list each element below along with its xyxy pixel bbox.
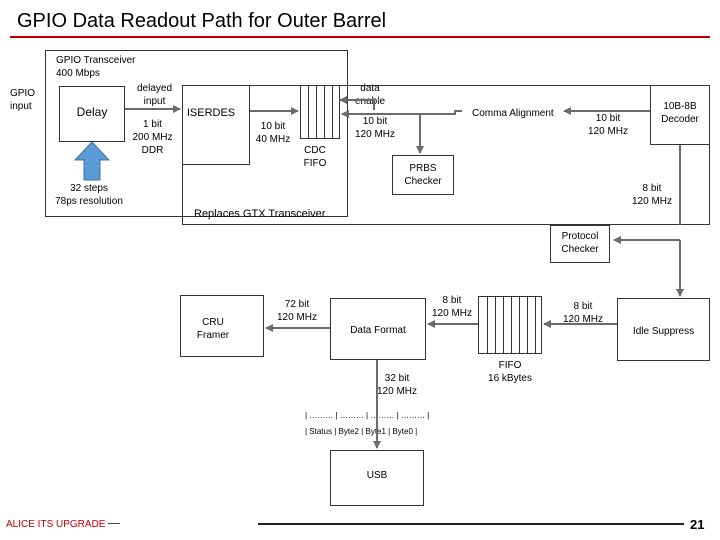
cru-framer-label: CRU Framer — [196, 317, 230, 341]
fifo-slot — [535, 297, 536, 353]
iserdes-label: ISERDES — [186, 107, 236, 119]
fifo-slot — [519, 297, 520, 353]
decoder-block — [650, 85, 710, 145]
idle-suppress-label: Idle Suppress — [632, 326, 695, 337]
fifo-16k-label: FIFO 16 kBytes — [488, 360, 532, 384]
one-bit-label: 1 bit 200 MHz DDR — [132, 119, 173, 156]
protocol-checker-label: Protocol Checker — [561, 231, 599, 255]
fifo-slot — [495, 297, 496, 353]
eight-bit-120-b-label: 8 bit 120 MHz — [431, 295, 472, 319]
page-number: 21 — [690, 517, 705, 532]
fifo-slot — [308, 86, 309, 138]
arrow-data-enable — [339, 96, 375, 110]
prbs-checker-label: PRBS Checker — [404, 163, 442, 187]
page-title: GPIO Data Readout Path for Outer Barrel — [17, 10, 387, 32]
data-enable-label: data enable — [354, 83, 386, 107]
fifo-slot — [487, 297, 488, 353]
delayed-input-label: delayed input — [136, 83, 173, 107]
data-format-label: Data Format — [350, 325, 406, 336]
eight-bit-120-c-label: 8 bit 120 MHz — [562, 301, 603, 325]
delay-block — [59, 86, 125, 142]
cdc-fifo-label: CDC FIFO — [303, 145, 327, 169]
usb-label: USB — [366, 470, 388, 481]
fifo-slot — [324, 86, 325, 138]
thirty-two-bit-label: 32 bit 120 MHz — [376, 373, 417, 397]
delay-control-arrow — [73, 141, 111, 181]
usb-block — [330, 450, 424, 506]
replaces-gtx-box — [182, 85, 710, 225]
title-underline — [10, 36, 710, 38]
footer-divider-left — [108, 523, 120, 524]
ten-bit-40-label: 10 bit 40 MHz — [255, 121, 291, 145]
fifo-slot — [316, 86, 317, 138]
seventy-two-bit-label: 72 bit 120 MHz — [276, 299, 317, 323]
footer-label: ALICE ITS UPGRADE — [6, 519, 106, 530]
footer-divider-right — [258, 523, 684, 525]
gpio-input-label: GPIO input — [10, 88, 36, 112]
ten-bit-120-b-label: 10 bit 120 MHz — [587, 113, 628, 137]
cdc-fifo-block — [300, 85, 340, 139]
arrow-comma-to-cdc — [341, 110, 462, 118]
decoder-label: 10B-8B Decoder — [661, 101, 699, 125]
prbs-checker-block — [392, 155, 454, 195]
delay-label: Delay — [76, 105, 108, 119]
fifo-slot — [527, 297, 528, 353]
fifo-16k-block — [478, 296, 542, 354]
idle-suppress-block — [617, 298, 710, 361]
iserdes-block — [182, 85, 250, 165]
word-format-dividers: | ……… | ……… | ……… | ……… | — [305, 411, 430, 420]
fifo-slot — [332, 86, 333, 138]
comma-alignment-label: Comma Alignment — [472, 108, 554, 119]
cru-framer-block — [180, 295, 264, 357]
ten-bit-120-a-label: 10 bit 120 MHz — [354, 116, 395, 140]
data-format-block — [330, 298, 426, 360]
transceiver-label: GPIO Transceiver 400 Mbps — [56, 55, 136, 79]
fifo-slot — [511, 297, 512, 353]
delay-steps-label: 32 steps 78ps resolution — [55, 183, 123, 207]
protocol-checker-block — [550, 225, 610, 263]
word-format-fields: | Status | Byte2 | Byte1 | Byte0 | — [305, 427, 418, 436]
fifo-slot — [503, 297, 504, 353]
eight-bit-120-a-label: 8 bit 120 MHz — [631, 183, 672, 207]
replaces-gtx-label: Replaces GTX Transceiver — [194, 208, 326, 220]
